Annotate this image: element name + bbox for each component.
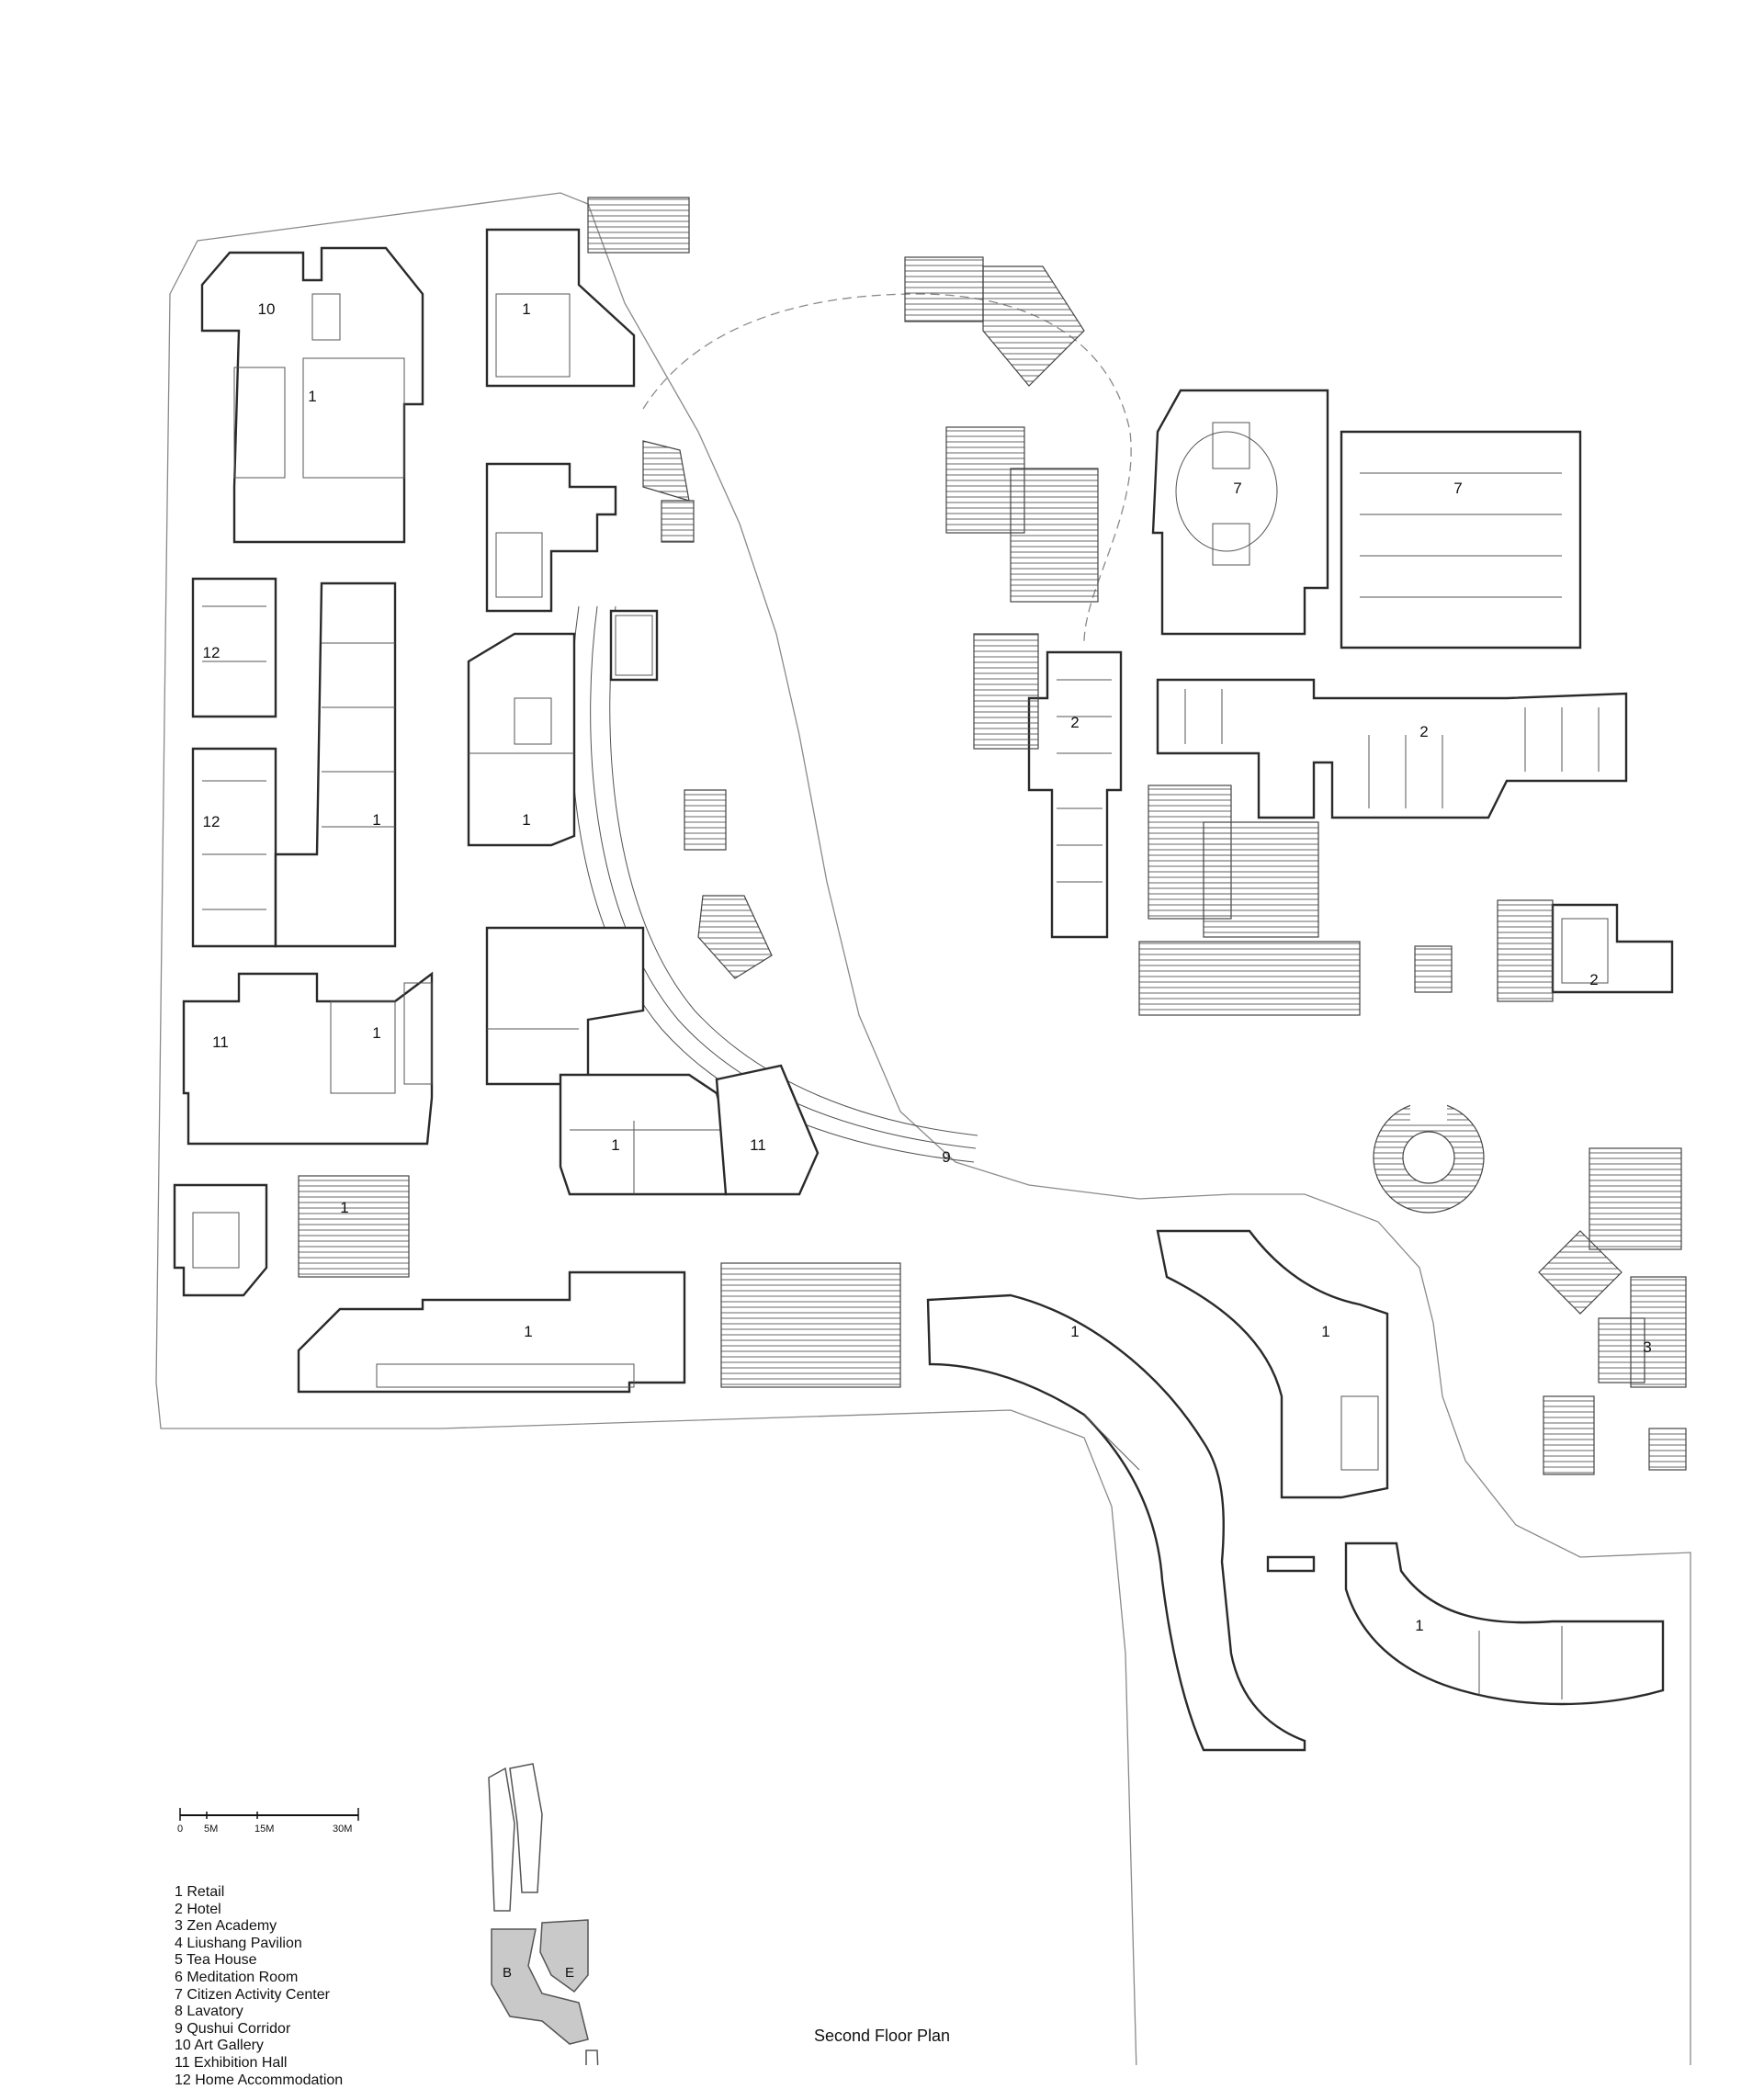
space-label: 1 bbox=[1321, 1323, 1329, 1340]
space-label: 1 bbox=[372, 811, 380, 829]
building-art-gallery bbox=[200, 246, 424, 544]
roof-pavilions bbox=[298, 197, 1687, 1475]
space-label: 1 bbox=[1070, 1323, 1079, 1340]
building-exhibition-west bbox=[182, 971, 434, 1146]
space-label: 1 bbox=[1415, 1617, 1423, 1634]
building-citizen-activity-center bbox=[1151, 389, 1582, 649]
building-south-curve-west bbox=[926, 1293, 1306, 1752]
space-label: 2 bbox=[1589, 971, 1598, 988]
space-label: 11 bbox=[212, 1033, 229, 1051]
legend-item: 1 Retail bbox=[175, 1884, 225, 1900]
scale-label-5m: 5M bbox=[204, 1824, 219, 1835]
building-hotel-southeast bbox=[1551, 903, 1674, 994]
building-southwest-retail bbox=[173, 1183, 268, 1297]
key-map: B E bbox=[488, 1763, 599, 2065]
space-labels: 10 1 1 1 1 12 12 1 11 1 1 11 9 1 1 7 7 2… bbox=[203, 300, 1652, 1634]
legend-item: 4 Liushang Pavilion bbox=[175, 1935, 302, 1951]
legend-item: 7 Citizen Activity Center bbox=[175, 1986, 330, 2003]
legend-item: 2 Hotel bbox=[175, 1901, 221, 1917]
legend-item: 8 Lavatory bbox=[175, 2004, 243, 2020]
keymap-label-b: B bbox=[503, 1965, 512, 1981]
building-center-north bbox=[485, 228, 636, 388]
space-label: 1 bbox=[522, 300, 530, 318]
space-label: 1 bbox=[372, 1024, 380, 1042]
space-label: 1 bbox=[308, 388, 316, 405]
small-kiosk bbox=[1266, 1555, 1316, 1573]
building-center-tower bbox=[609, 609, 659, 682]
legend-item: 5 Tea House bbox=[175, 1952, 257, 1969]
space-label: 12 bbox=[203, 813, 220, 830]
building-south-curve-center bbox=[1156, 1229, 1389, 1499]
space-label: 2 bbox=[1419, 723, 1428, 740]
building-hotel-east-horizontal bbox=[1156, 678, 1628, 819]
plaza-arc bbox=[642, 293, 1132, 644]
legend-item: 11 Exhibition Hall bbox=[175, 2054, 288, 2071]
building-center-mid bbox=[467, 632, 576, 847]
site-boundary bbox=[155, 192, 1691, 2065]
space-label: 11 bbox=[750, 1136, 766, 1154]
space-label: 12 bbox=[203, 644, 220, 661]
legend-item: 6 Meditation Room bbox=[175, 1969, 299, 1985]
scale-bar bbox=[179, 1808, 359, 1821]
space-label: 1 bbox=[524, 1323, 532, 1340]
circular-pavilion bbox=[1373, 1089, 1485, 1214]
legend-item: 10 Art Gallery bbox=[175, 2038, 264, 2054]
building-south-long-retail bbox=[297, 1270, 686, 1394]
drawing-caption: Second Floor Plan bbox=[813, 2027, 951, 2045]
building-hotel-east-vertical bbox=[1027, 650, 1123, 939]
space-label: 1 bbox=[611, 1136, 619, 1154]
space-label: 1 bbox=[522, 811, 530, 829]
space-label: 1 bbox=[340, 1199, 348, 1216]
legend-item: 9 Qushui Corridor bbox=[175, 2020, 291, 2037]
space-label: 7 bbox=[1453, 480, 1462, 497]
space-label: 7 bbox=[1233, 480, 1241, 497]
space-label: 9 bbox=[942, 1148, 950, 1166]
legend-item: 3 Zen Academy bbox=[175, 1918, 277, 1935]
legend: 1 Retail 2 Hotel 3 Zen Academy 4 Liushan… bbox=[175, 1884, 505, 2089]
building-south-curve-east bbox=[1344, 1541, 1665, 1706]
building-center-upper bbox=[485, 462, 617, 613]
legend-item: 12 Home Accommodation bbox=[175, 2072, 344, 2088]
space-label: 3 bbox=[1643, 1338, 1651, 1356]
space-label: 2 bbox=[1070, 714, 1079, 731]
keymap-label-e: E bbox=[565, 1965, 574, 1981]
scale-label-0: 0 bbox=[177, 1824, 184, 1835]
building-west-column bbox=[191, 577, 397, 948]
building-center-lower bbox=[485, 926, 645, 1086]
space-label: 10 bbox=[258, 300, 276, 318]
scale-label-15m: 15M bbox=[254, 1824, 275, 1835]
building-center-south bbox=[559, 1064, 820, 1196]
scale-label-30m: 30M bbox=[333, 1824, 353, 1835]
